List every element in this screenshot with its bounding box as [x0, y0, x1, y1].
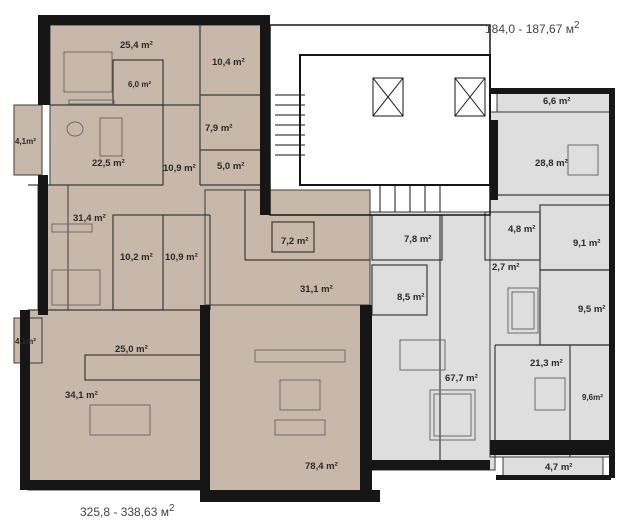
room-area-label: 4,7 m²	[545, 462, 572, 473]
right-apartment	[369, 89, 614, 478]
area-range: 325,8 - 338,63 м	[80, 505, 169, 519]
right-apartment-total-area: 184,0 - 187,67 м2	[485, 20, 580, 36]
room-area-label: 7,8 m²	[404, 234, 431, 245]
room-area-label: 34,1 m²	[65, 390, 98, 401]
stair-core	[269, 24, 491, 216]
area-unit-superscript: 2	[573, 20, 580, 31]
room-area-label: 10,2 m²	[120, 252, 153, 263]
room-area-label: 25,0 m²	[115, 344, 148, 355]
room-area-label: 9,6m²	[582, 393, 603, 402]
room-area-label: 9,5 m²	[578, 304, 605, 315]
room-area-label: 28,8 m²	[535, 158, 568, 169]
room-area-label: 10,9 m²	[165, 252, 198, 263]
left-apartment-total-area: 325,8 - 338,63 м2	[80, 503, 175, 519]
room-area-label: 4,8 m²	[508, 224, 535, 235]
room-area-label: 9,1 m²	[573, 238, 600, 249]
furniture	[51, 51, 599, 441]
room-area-label: 10,4 m²	[212, 57, 245, 68]
room-area-label: 78,4 m²	[305, 461, 338, 472]
area-unit-superscript: 2	[168, 503, 175, 514]
room-area-label: 4,1m²	[15, 337, 36, 346]
room-labels: 25,4 m² 6,0 m² 10,4 m² 7,9 m² 4,1m² 22,5…	[15, 40, 605, 473]
room-area-label: 6,6 m²	[543, 96, 570, 107]
room-area-label: 31,4 m²	[73, 213, 106, 224]
room-area-label: 22,5 m²	[92, 158, 125, 169]
room-area-label: 5,0 m²	[217, 161, 244, 172]
room-area-label: 8,5 m²	[397, 292, 424, 303]
balcony-4-1-top	[13, 104, 43, 176]
room-area-label: 31,1 m²	[300, 284, 333, 295]
room-area-label: 4,1m²	[15, 137, 36, 146]
room-area-label: 21,3 m²	[530, 358, 563, 369]
room-area-label: 6,0 m²	[128, 80, 151, 89]
room-area-label: 25,4 m²	[120, 40, 153, 51]
room-area-label: 7,2 m²	[281, 236, 308, 247]
room-area-label: 2,7 m²	[492, 262, 519, 273]
room-area-label: 10,9 m²	[163, 163, 196, 174]
area-range: 184,0 - 187,67 м	[485, 22, 574, 36]
room-area-label: 67,7 m²	[445, 373, 478, 384]
room-area-label: 7,9 m²	[205, 123, 232, 134]
walls	[20, 15, 615, 502]
